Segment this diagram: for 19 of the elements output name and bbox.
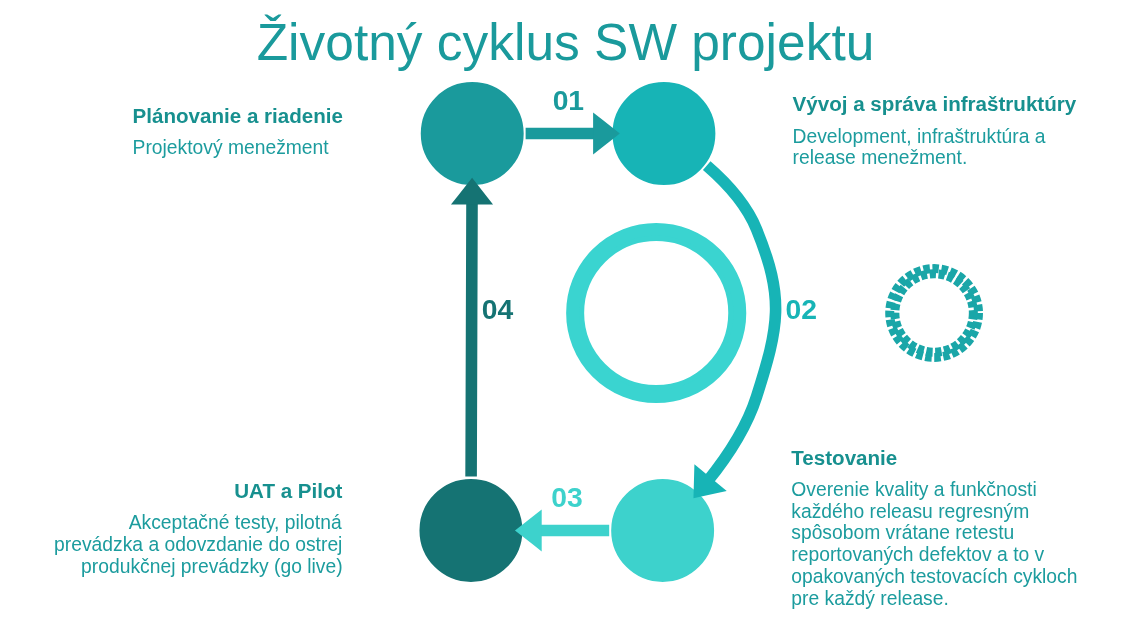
node-label: Testovanie	[791, 445, 898, 469]
node-label: Overenie kvality a funkčnosti každého releasu regresným spôsobom vrátane retestu reportovaných defektov a to v opakovaných testovacích cykloch pre každý release.	[791, 478, 1078, 610]
node-label: Akceptačné testy, pilotná prevádzka a odovzdanie do ostrej produkčnej prevádzky (go live)	[54, 512, 343, 577]
node-picture	[566, 222, 747, 404]
arrow	[450, 177, 494, 477]
node-picture	[885, 264, 983, 362]
edge-label: 04	[481, 292, 514, 325]
node-label: UAT a Pilot	[234, 479, 343, 503]
node-label: Vývoj a správa infraštruktúry	[792, 92, 1077, 116]
arrow	[514, 509, 610, 552]
node-label: Plánovanie a riadenie	[132, 103, 344, 127]
diagram-title: Životný cyklus SW projektu	[256, 12, 875, 71]
edge-label: 03	[551, 480, 583, 513]
edge-label: 02	[785, 292, 817, 325]
arrow	[525, 112, 620, 155]
arrow	[693, 161, 782, 499]
node-label: Projektový menežment	[132, 137, 329, 159]
edge-label: 01	[552, 83, 585, 116]
node-label: Development, infraštruktúra a release menežment.	[792, 125, 1046, 169]
